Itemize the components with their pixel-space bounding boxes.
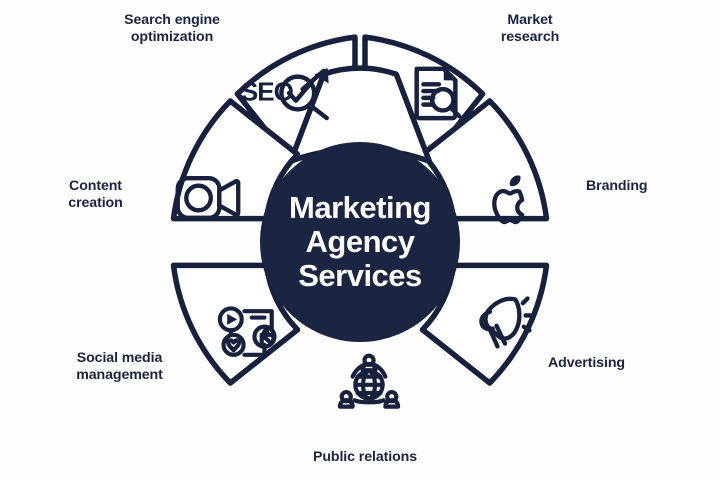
label-content-creation: Content creation: [68, 178, 123, 211]
label-search-engine-optimization: Search engine optimization: [124, 12, 220, 45]
megaphone-icon: [474, 291, 536, 353]
hub-title-line2: Agency: [306, 224, 416, 259]
apple-logo-icon: [479, 169, 541, 231]
hub-circle: [260, 142, 460, 342]
hub-title-line1: Marketing: [289, 190, 431, 225]
label-public-relations: Public relations: [312, 449, 418, 465]
globe-people-network-icon: [337, 352, 401, 414]
label-social-media-management: Social media management: [76, 350, 163, 383]
seo-magnifier-arrow-icon: SEO: [237, 62, 347, 124]
social-play-heart-thumb-icon: [217, 302, 280, 364]
hub-title-line3: Services: [298, 258, 422, 293]
label-advertising: Advertising: [548, 355, 625, 371]
label-branding: Branding: [586, 178, 648, 194]
video-camera-icon: [175, 167, 241, 229]
document-magnifier-icon: [406, 62, 468, 124]
label-market-research: Market research: [500, 12, 560, 45]
